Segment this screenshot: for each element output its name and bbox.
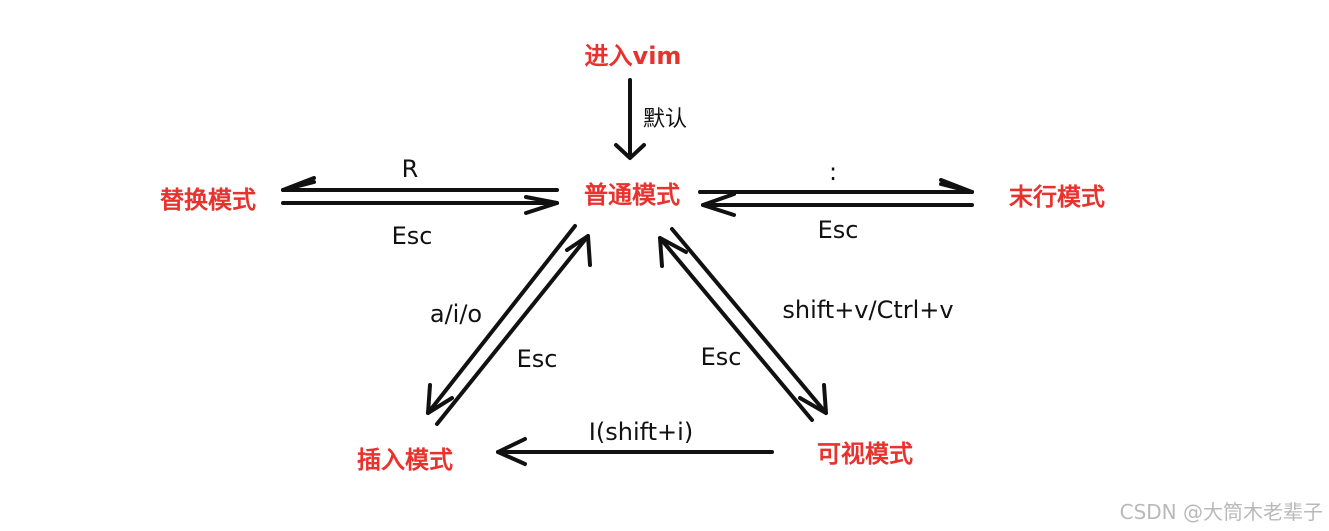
edge-label-to-last-line: :	[829, 158, 837, 186]
edge-label-from-replace: Esc	[392, 222, 433, 250]
node-replace-mode: 替换模式	[160, 186, 256, 214]
edge-replace-to-normal	[281, 195, 559, 215]
node-last-line-mode: 末行模式	[1009, 183, 1105, 211]
edge-visual-to-insert	[496, 437, 774, 466]
edge-label-to-visual: shift+v/Ctrl+v	[782, 296, 953, 324]
edge-normal-to-visual	[670, 227, 828, 415]
edge-insert-to-normal	[435, 234, 592, 426]
edge-normal-to-insert	[426, 224, 577, 415]
node-normal-mode: 普通模式	[584, 181, 680, 209]
edge-visual-to-normal	[658, 236, 814, 422]
edge-label-from-visual: Esc	[701, 343, 742, 371]
edge-normal-to-replace	[281, 176, 559, 192]
edge-label-from-insert: Esc	[517, 345, 558, 373]
edge-default	[614, 78, 646, 160]
edge-label-visual-to-insert: I(shift+i)	[589, 418, 693, 446]
edge-last-line-to-normal	[701, 192, 974, 217]
node-enter-vim: 进入vim	[585, 42, 682, 70]
edge-normal-to-last-line	[698, 178, 974, 194]
edge-label-from-last-line: Esc	[818, 216, 859, 244]
node-insert-mode: 插入模式	[357, 446, 453, 474]
edge-label-default: 默认	[643, 107, 687, 132]
edge-label-to-insert: a/i/o	[430, 300, 482, 328]
watermark: CSDN @大筒木老辈子	[1119, 500, 1323, 524]
node-visual-mode: 可视模式	[817, 440, 913, 468]
edge-label-to-replace: R	[402, 155, 419, 183]
